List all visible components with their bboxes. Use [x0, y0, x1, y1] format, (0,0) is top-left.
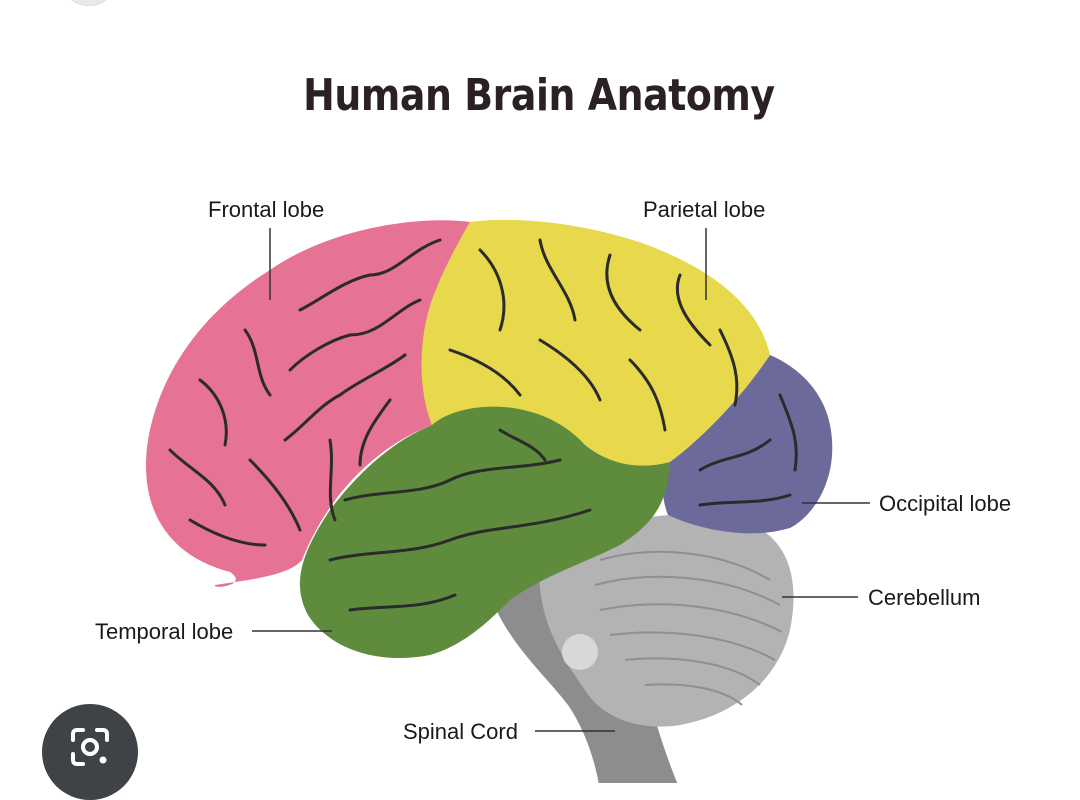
- google-lens-icon: [71, 728, 109, 766]
- cerebellum-region: [539, 514, 794, 727]
- label-temporal-lobe: Temporal lobe: [95, 619, 234, 644]
- brain-diagram: [145, 219, 870, 783]
- label-frontal-lobe: Frontal lobe: [208, 197, 325, 222]
- temporal-sulci: [328, 428, 592, 612]
- cerebellum-folia: [594, 550, 783, 706]
- occipital-sulci: [698, 393, 798, 507]
- label-cerebellum: Cerebellum: [868, 585, 981, 610]
- label-parietal-lobe: Parietal lobe: [643, 197, 766, 222]
- page-title: Human Brain Anatomy: [303, 70, 775, 121]
- google-lens-button[interactable]: [42, 704, 138, 800]
- label-occipital-lobe: Occipital lobe: [879, 491, 1012, 516]
- label-spinal-cord: Spinal Cord: [403, 719, 518, 744]
- parietal-lobe: [421, 219, 770, 466]
- pons-highlight: [562, 634, 598, 670]
- frontal-lobe: [145, 220, 470, 587]
- occipital-lobe: [662, 355, 833, 534]
- parietal-sulci: [448, 238, 739, 432]
- frontal-sulci: [168, 238, 442, 547]
